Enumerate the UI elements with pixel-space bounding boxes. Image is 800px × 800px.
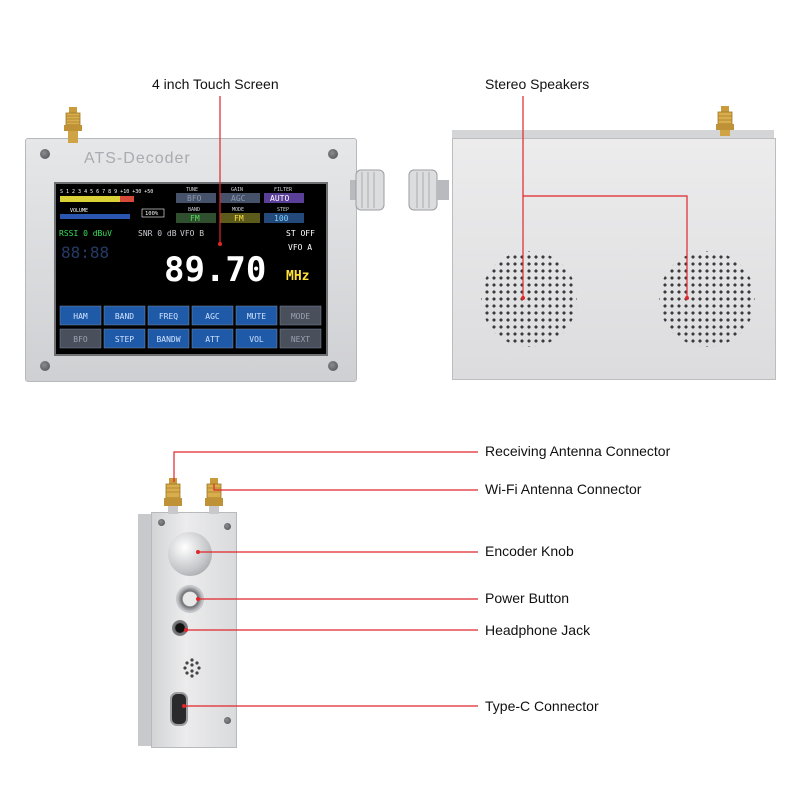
lcd-button-label: BFO — [73, 335, 88, 344]
gain-label: GAIN — [231, 187, 243, 193]
screw-icon — [224, 717, 231, 724]
frequency-unit: MHz — [286, 269, 309, 284]
knob-side-icon — [408, 169, 449, 211]
lcd-button-label: AGC — [205, 312, 220, 321]
band-box[interactable] — [176, 213, 216, 223]
screw-icon — [328, 149, 338, 159]
speaker-grille-left — [481, 251, 577, 347]
antenna-connector-icon — [716, 106, 734, 136]
step-value: 100 — [274, 214, 289, 223]
mode-value: FM — [234, 214, 244, 223]
lcd-button-next[interactable] — [279, 328, 322, 349]
lcd-button-mute[interactable] — [235, 305, 278, 326]
lcd-button-label: NEXT — [291, 335, 310, 344]
touch-screen-label: 4 inch Touch Screen — [152, 76, 279, 92]
lcd-button-vol[interactable] — [235, 328, 278, 349]
lcd-button-label: MUTE — [247, 312, 266, 321]
button-row-1: HAM BAND FREQ AGC MUTE MODE — [59, 305, 322, 326]
filter-value: AUTO — [270, 194, 289, 203]
touch-screen[interactable]: S 1 2 3 4 5 6 7 8 9 +10 +30 +50 VOLUME 1… — [54, 182, 328, 356]
knob-side-icon — [350, 169, 385, 211]
step-box[interactable] — [264, 213, 304, 223]
lcd-button-att[interactable] — [191, 328, 234, 349]
lcd-button-label: HAM — [73, 312, 88, 321]
lcd-button-label: ATT — [205, 335, 220, 344]
lcd-button-bfo[interactable] — [59, 328, 102, 349]
lcd-button-agc[interactable] — [191, 305, 234, 326]
back-device — [452, 138, 776, 380]
lcd-button-ham[interactable] — [59, 305, 102, 326]
receiving-antenna-label: Receiving Antenna Connector — [485, 443, 671, 459]
stereo-speakers-label: Stereo Speakers — [485, 76, 590, 92]
gain-value: AGC — [231, 194, 246, 203]
volume-bar[interactable] — [60, 214, 130, 219]
lcd-button-bandw[interactable] — [147, 328, 190, 349]
lcd-button-label: STEP — [115, 335, 134, 344]
microphone-holes-icon — [183, 658, 201, 678]
secondary-frequency: 88:88 — [61, 243, 109, 262]
receiving-antenna-icon — [164, 478, 182, 514]
screw-icon — [328, 361, 338, 371]
volume-value: 100% — [145, 211, 159, 217]
lcd-button-mode[interactable] — [279, 305, 322, 326]
volume-badge — [141, 208, 165, 218]
band-value: FM — [190, 214, 200, 223]
headphone-jack[interactable] — [172, 620, 188, 636]
gain-box[interactable] — [220, 193, 260, 203]
lcd-button-label: BANDW — [156, 335, 180, 344]
headphone-jack-label: Headphone Jack — [485, 622, 591, 638]
typec-port[interactable] — [170, 692, 188, 726]
power-button-label: Power Button — [485, 590, 570, 606]
vfo-b-label[interactable]: VFO B — [180, 229, 204, 238]
tune-label: TUNE — [186, 187, 198, 193]
button-row-2: BFO STEP BANDW ATT VOL NEXT — [59, 328, 322, 349]
snr-readout: SNR 0 dB — [138, 229, 177, 238]
lcd-button-label: VOL — [249, 335, 264, 344]
mode-label: MODE — [232, 207, 244, 213]
vfo-a-label[interactable]: VFO A — [288, 243, 312, 252]
band-label: BAND — [188, 207, 200, 213]
encoder-knob[interactable] — [168, 532, 212, 576]
encoder-knob-label: Encoder Knob — [485, 543, 574, 559]
screw-icon — [40, 361, 50, 371]
front-device: ATS-Decoder S 1 2 3 4 5 6 7 8 9 +10 +30 … — [25, 107, 357, 382]
tune-value: BFO — [187, 194, 202, 203]
screw-icon — [224, 523, 231, 530]
meter-level — [60, 196, 120, 202]
frequency-readout: 89.70 — [164, 250, 266, 290]
lcd-button-step[interactable] — [103, 328, 146, 349]
meter-scale: S 1 2 3 4 5 6 7 8 9 +10 +30 +50 — [60, 189, 153, 195]
lcd-display: S 1 2 3 4 5 6 7 8 9 +10 +30 +50 VOLUME 1… — [59, 187, 322, 349]
filter-box[interactable] — [264, 193, 304, 203]
speaker-grille-right — [659, 251, 755, 347]
screw-icon — [158, 519, 165, 526]
lcd-button-freq[interactable] — [147, 305, 190, 326]
lcd-button-label: BAND — [115, 312, 134, 321]
screw-icon — [40, 149, 50, 159]
wifi-antenna-label: Wi-Fi Antenna Connector — [485, 481, 642, 497]
antenna-connector-icon — [64, 107, 82, 143]
lcd-button-label: FREQ — [159, 312, 178, 321]
lcd-button-band[interactable] — [103, 305, 146, 326]
back-device-top — [452, 130, 774, 140]
filter-label: FILTER — [274, 187, 293, 193]
lcd-button-label: MODE — [291, 312, 310, 321]
rssi-readout: RSSI 0 dBuV — [59, 229, 112, 238]
step-label: STEP — [277, 207, 289, 213]
mode-box[interactable] — [220, 213, 260, 223]
volume-label: VOLUME — [70, 208, 88, 214]
side-device-edge — [138, 514, 152, 746]
tune-box[interactable] — [176, 193, 216, 203]
meter-peak — [120, 196, 134, 202]
stereo-status: ST OFF — [286, 229, 315, 238]
typec-connector-label: Type-C Connector — [485, 698, 599, 714]
brand-label: ATS-Decoder — [84, 150, 191, 167]
